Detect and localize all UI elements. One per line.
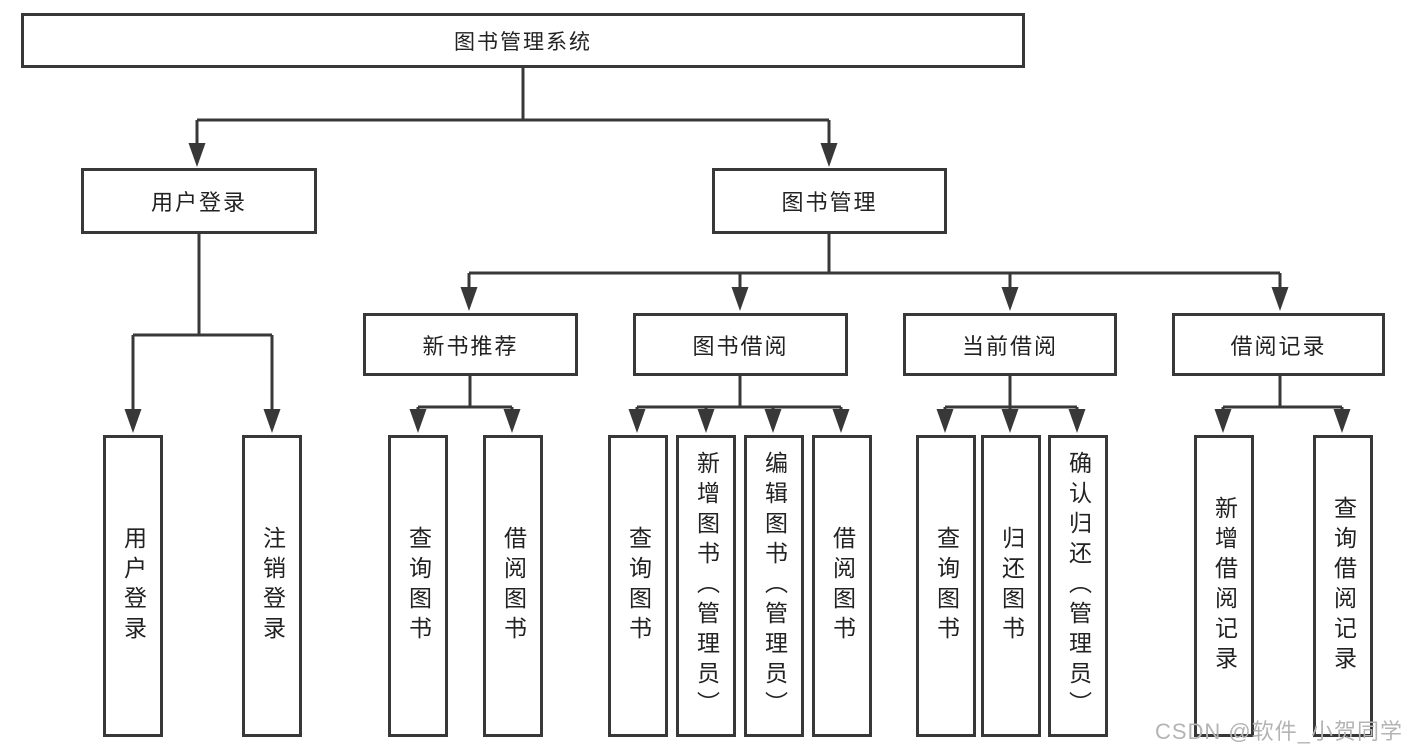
leaf-query-book-recommend-label: 查询图书 xyxy=(405,526,432,646)
leaf-query-book-borrow: 查询图书 xyxy=(608,435,668,737)
leaf-query-book-current-label: 查询图书 xyxy=(933,526,960,646)
leaf-query-book-recommend: 查询图书 xyxy=(388,435,448,737)
csdn-watermark: CSDN @软件_小贺同学 xyxy=(1154,719,1403,744)
node-borrow-records: 借阅记录 xyxy=(1172,313,1385,376)
node-system-root: 图书管理系统 xyxy=(21,13,1025,68)
leaf-query-borrow-record: 查询借阅记录 xyxy=(1313,435,1373,737)
leaf-add-book-admin-label: 新增图书（管理员） xyxy=(693,451,720,721)
leaf-logout-label: 注销登录 xyxy=(259,526,286,646)
node-book-borrow-label: 图书借阅 xyxy=(692,333,789,359)
leaf-query-borrow-record-label: 查询借阅记录 xyxy=(1330,496,1357,676)
leaf-edit-book-admin-label: 编辑图书（管理员） xyxy=(761,451,788,721)
leaf-query-book-borrow-label: 查询图书 xyxy=(625,526,652,646)
node-new-book-recommend-label: 新书推荐 xyxy=(422,333,519,359)
node-current-borrow: 当前借阅 xyxy=(903,313,1117,376)
leaf-borrow-book-recommend: 借阅图书 xyxy=(483,435,543,737)
node-book-management: 图书管理 xyxy=(712,168,947,234)
leaf-user-login-label: 用户登录 xyxy=(120,526,147,646)
leaf-confirm-return-admin-label: 确认归还（管理员） xyxy=(1065,451,1092,721)
node-book-management-label: 图书管理 xyxy=(781,190,878,215)
leaf-return-book: 归还图书 xyxy=(981,435,1041,737)
node-borrow-records-label: 借阅记录 xyxy=(1230,333,1327,359)
leaf-add-borrow-record-label: 新增借阅记录 xyxy=(1211,496,1238,676)
leaf-return-book-label: 归还图书 xyxy=(998,526,1025,646)
leaf-query-book-current: 查询图书 xyxy=(916,435,976,737)
node-user-login: 用户登录 xyxy=(81,168,317,234)
leaf-logout: 注销登录 xyxy=(242,435,302,737)
leaf-edit-book-admin: 编辑图书（管理员） xyxy=(744,435,804,737)
node-new-book-recommend: 新书推荐 xyxy=(363,313,578,376)
node-system-root-label: 图书管理系统 xyxy=(454,30,592,54)
leaf-user-login: 用户登录 xyxy=(103,435,163,737)
leaf-add-book-admin: 新增图书（管理员） xyxy=(676,435,736,737)
leaf-borrow-book-label: 借阅图书 xyxy=(829,526,856,646)
node-current-borrow-label: 当前借阅 xyxy=(961,333,1058,359)
node-user-login-label: 用户登录 xyxy=(150,190,247,215)
leaf-add-borrow-record: 新增借阅记录 xyxy=(1194,435,1254,737)
leaf-borrow-book: 借阅图书 xyxy=(812,435,872,737)
leaf-confirm-return-admin: 确认归还（管理员） xyxy=(1048,435,1108,737)
node-book-borrow: 图书借阅 xyxy=(633,313,848,376)
leaf-borrow-book-recommend-label: 借阅图书 xyxy=(500,526,527,646)
